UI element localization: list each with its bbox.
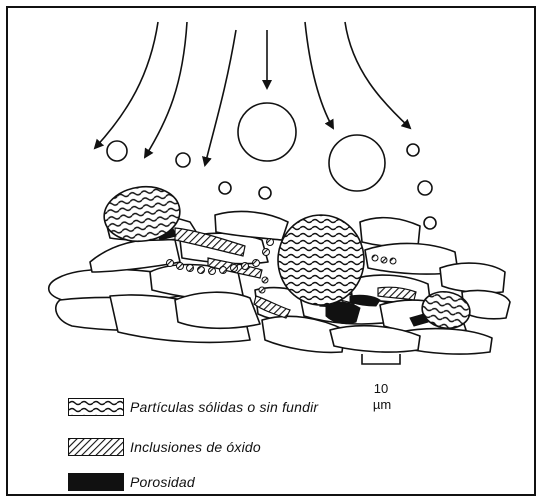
legend-item-oxide-inclusions: Inclusiones de óxido (68, 435, 261, 459)
splat (440, 263, 505, 293)
trajectory-arrow (205, 30, 236, 165)
unmelted-particle (278, 215, 364, 305)
oxide-bead (253, 260, 260, 267)
legend-label-oxide-inclusions: Inclusiones de óxido (130, 439, 261, 455)
oxide-bead (198, 267, 205, 274)
droplet (407, 144, 419, 156)
oxide-bead (177, 263, 184, 270)
trajectory-arrow (305, 22, 333, 128)
legend-item-solid-particles: Partículas sólidas o sin fundir (68, 395, 318, 419)
droplet (424, 217, 436, 229)
oxide-bead (381, 257, 387, 263)
oxide-bead (242, 263, 249, 270)
oxide-bead (231, 265, 238, 272)
oxide-bead (187, 265, 194, 272)
droplet (238, 103, 296, 161)
trajectory-arrow (95, 22, 158, 148)
oxide-bead (390, 258, 396, 264)
oxide-bead (262, 277, 268, 283)
scale-bar-value: 10 (361, 381, 401, 396)
trajectory-arrow (145, 22, 187, 157)
pore (326, 302, 360, 324)
oxide-bead (167, 260, 174, 267)
splat (360, 218, 420, 247)
oxide-bead (372, 255, 378, 261)
oxide-bead (220, 267, 227, 274)
solid-pattern-swatch (68, 473, 124, 491)
droplet (107, 141, 127, 161)
legend-label-porosity: Porosidad (130, 474, 195, 490)
oxide-bead (267, 239, 274, 246)
legend-label-solid-particles: Partículas sólidas o sin fundir (130, 399, 318, 415)
splat (175, 292, 260, 328)
scale-bar (362, 354, 400, 364)
droplet (329, 135, 385, 191)
droplet (219, 182, 231, 194)
droplet (176, 153, 190, 167)
oxide-bead (259, 287, 265, 293)
scale-bar-unit: µm (362, 397, 402, 412)
droplet (259, 187, 271, 199)
oxide-bead (263, 249, 270, 256)
oxide-bead (209, 268, 216, 275)
trajectory-arrow (345, 22, 410, 128)
droplet (418, 181, 432, 195)
hatched-pattern-swatch (68, 438, 124, 456)
legend-item-porosity: Porosidad (68, 470, 195, 494)
wavy-pattern-swatch (68, 398, 124, 416)
